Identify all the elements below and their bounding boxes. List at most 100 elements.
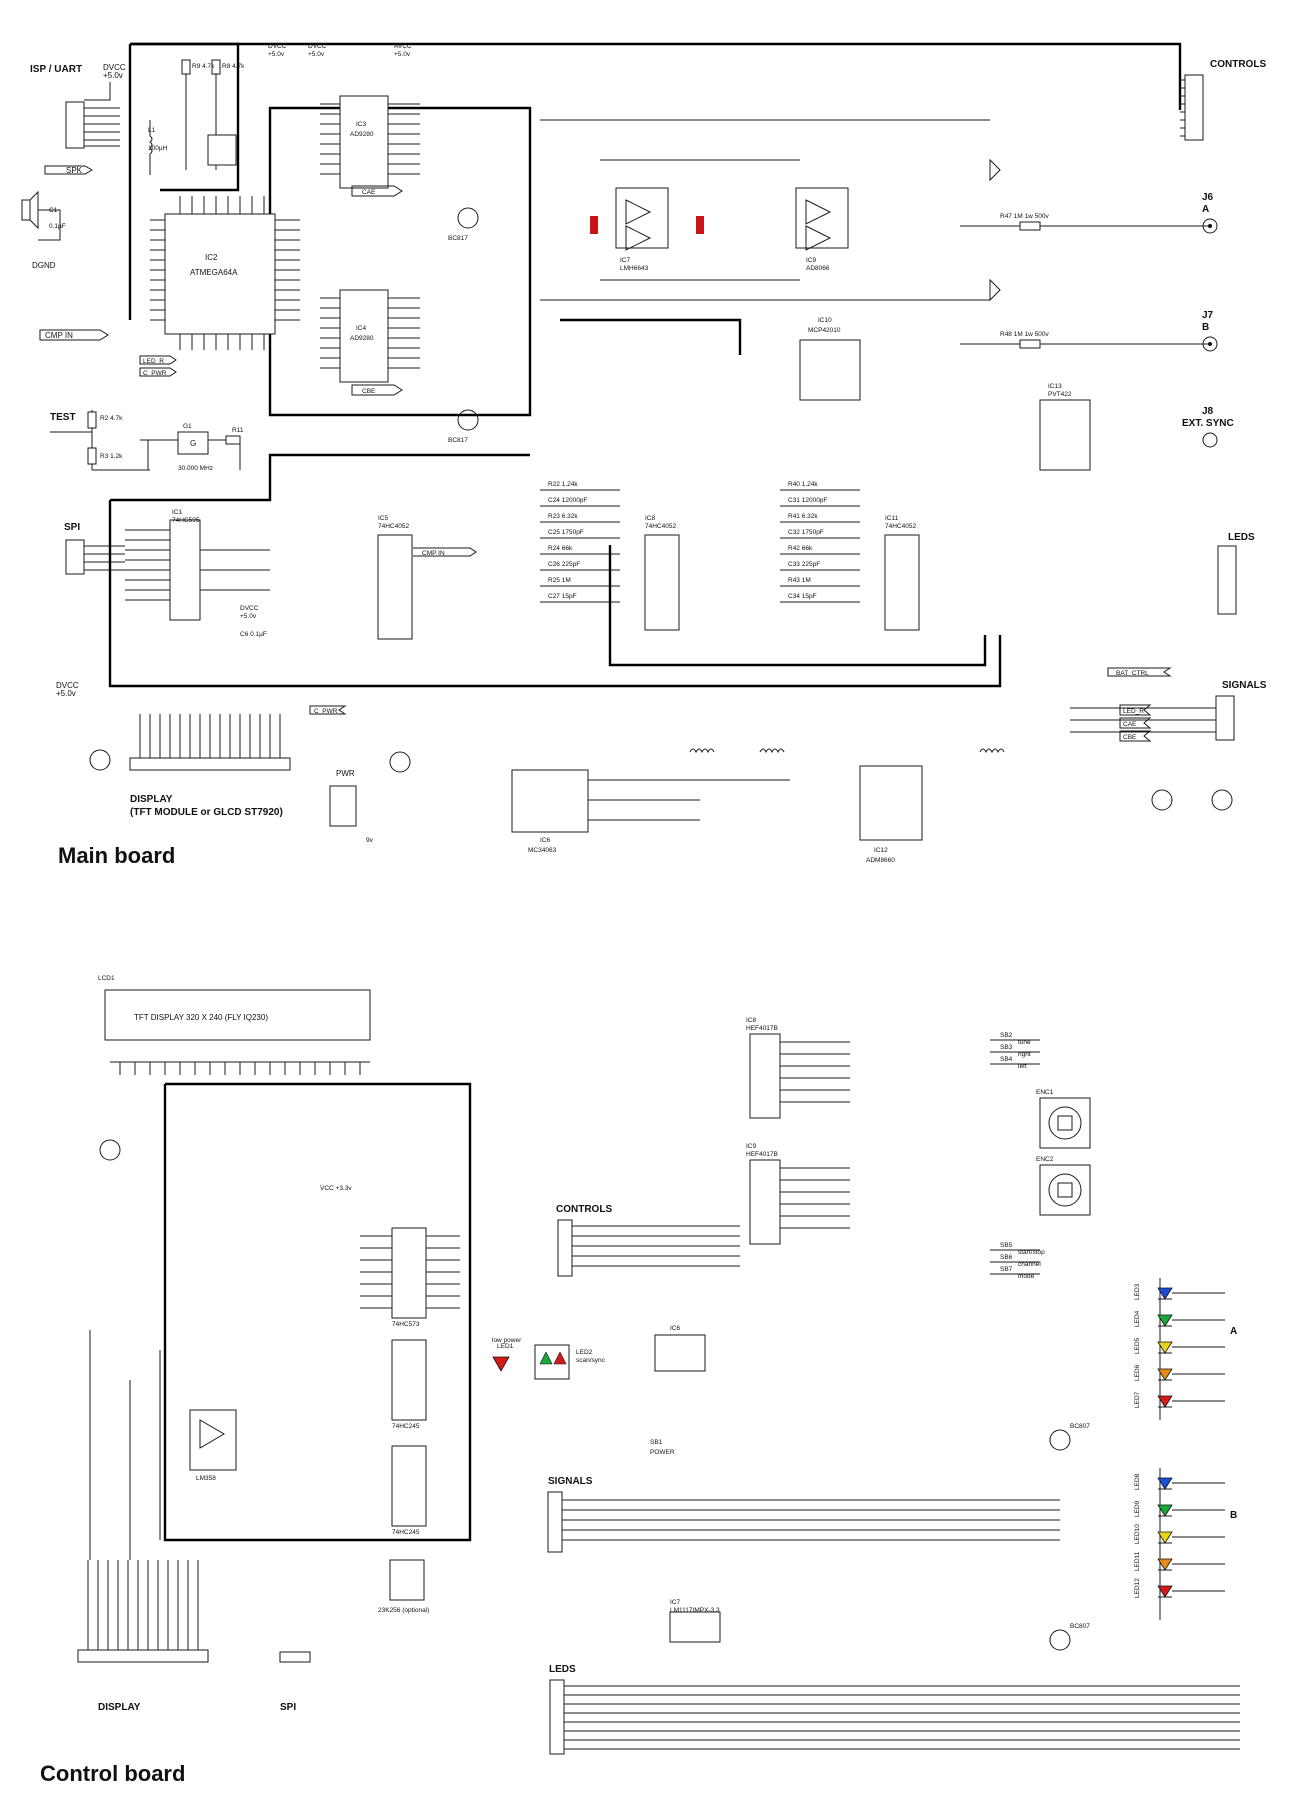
j5-pins — [1180, 79, 1185, 137]
j6-bnc — [1202, 218, 1218, 234]
ic1-part: 74HC595 — [172, 517, 200, 524]
ctrl-ic1-part: LM358 — [196, 1475, 216, 1482]
led-led10-icon — [1157, 1531, 1173, 1544]
vt4-label: BC817 — [448, 235, 468, 242]
r47-text: R47 1M 1w 500v — [1000, 213, 1050, 220]
ic9-opamp: IC9 AD8066 — [795, 187, 849, 272]
sb7-text: mode — [1018, 1273, 1035, 1280]
led-led5-label: LED5 — [1134, 1337, 1141, 1354]
ctrl-ic7-part: LM1117IMPX-3.3 — [670, 1607, 720, 1614]
ctrl-vt3 — [1049, 1429, 1071, 1451]
r3-icon — [87, 447, 97, 465]
led2-red-icon — [553, 1351, 567, 1365]
l1-val: 100µH — [148, 145, 168, 152]
bus-sw2 — [608, 545, 987, 667]
isp-p5: +5.0v — [103, 71, 123, 80]
l1-inductor — [149, 120, 153, 175]
cmp-in-flag2 — [413, 547, 477, 557]
j6-title: J6 — [1202, 192, 1214, 203]
ic2-part: ATMEGA64A — [190, 268, 238, 277]
ic4-adc: IC4 AD9280 — [320, 289, 420, 383]
dvcc-top2: DVCC — [308, 43, 327, 50]
tft-display-label: TFT DISPLAY 320 X 240 (FLY IQ230) — [134, 1013, 268, 1022]
led-led6-icon — [1157, 1368, 1173, 1381]
c1-label: C1 — [49, 207, 58, 214]
ic12-part: ADM8660 — [866, 857, 895, 864]
r11-text: R11 — [232, 427, 244, 434]
j6-a: A — [1202, 204, 1209, 215]
led1-label: LED1 — [497, 1343, 514, 1350]
ctrl-j1-connector — [77, 1649, 209, 1663]
enc2-encoder: ENC2 — [1036, 1156, 1091, 1216]
rc-network-b — [780, 489, 860, 603]
speaker-wire — [29, 190, 61, 241]
led-led11-icon — [1157, 1558, 1173, 1571]
j7-bnc — [1202, 336, 1218, 352]
signals-ctrl-title: SIGNALS — [548, 1476, 593, 1487]
led-led3-wire — [1158, 1292, 1225, 1300]
ctrl-j5-connector — [549, 1679, 565, 1755]
display-main-sub: (TFT MODULE or GLCD ST7920) — [130, 807, 283, 818]
cbe-flag — [351, 384, 403, 396]
r48-text: R48 1M 1w 500v — [1000, 331, 1050, 338]
g1-freq: 30.000 MHz — [178, 465, 213, 472]
j10-connector — [1215, 695, 1235, 741]
lcd1-label: LCD1 — [98, 975, 115, 982]
spk-flag — [44, 165, 94, 175]
rc-a-r22: R22 1.24k — [548, 481, 578, 488]
r32-highlight — [696, 216, 704, 234]
rc-a-r24: R24 66k — [548, 545, 573, 552]
rc-a-r23: R23 6.32k — [548, 513, 578, 520]
isp-switch — [207, 134, 237, 166]
ctrl-ic4-245: 74HC245 — [391, 1445, 427, 1536]
r8-text: R8 4.7k — [222, 63, 245, 70]
disp-vt1 — [89, 749, 111, 771]
ctrl-ic3-245: 74HC245 — [391, 1339, 427, 1430]
rc-a-c27: C27 15pF — [548, 593, 577, 600]
sb1-label: SB1 — [650, 1439, 663, 1446]
ic10-ref: IC10 — [818, 317, 832, 324]
spi-main-title: SPI — [64, 522, 80, 533]
ic8-part: 74HC4052 — [645, 523, 676, 530]
c-pwr-flag2 — [309, 705, 347, 715]
display-ctrl-title: DISPLAY — [98, 1702, 141, 1713]
battery-val: 9v — [366, 837, 374, 844]
led-led12-icon — [1157, 1585, 1173, 1598]
bus-bottom — [108, 500, 1002, 688]
controls-ctrl-title: CONTROLS — [556, 1204, 612, 1215]
ctrl-ic2-part: 74HC573 — [392, 1321, 420, 1328]
spi-ctrl-title: SPI — [280, 1702, 296, 1713]
ctrl-bus — [163, 1082, 472, 1542]
r3-text: R3 1.2k — [100, 453, 123, 460]
led-led9-label: LED9 — [1134, 1500, 1141, 1517]
ic1-595: IC1 74HC595 — [125, 509, 270, 621]
ic9-ref: IC9 — [806, 257, 817, 264]
led-led11-wire — [1158, 1563, 1225, 1571]
vt4-transistor — [457, 207, 479, 229]
main-board: ISP / UART DVCC +5.0v SPK C1 0.1µF DGND … — [21, 42, 1267, 868]
led-led12-wire — [1158, 1590, 1225, 1598]
leds-label-a: A — [1230, 1326, 1237, 1337]
ctrl-ic8-4017: IC8 HEF4017B — [746, 1017, 850, 1119]
led-led5-wire — [1158, 1346, 1225, 1354]
ic4-ref: IC4 — [356, 325, 367, 332]
ctrl-vt1 — [99, 1139, 121, 1161]
ctrl-j3-connector — [557, 1219, 573, 1277]
signals-cae: CAE — [1123, 721, 1137, 728]
ctrl-ic9-4017: IC9 HEF4017B — [746, 1143, 850, 1245]
tft-display — [104, 989, 371, 1041]
ctrl-ic7-ref: IC7 — [670, 1599, 681, 1606]
vt5-label: BC817 — [448, 437, 468, 444]
ctrl-ic9-part: HEF4017B — [746, 1151, 778, 1158]
rc-network-a — [540, 489, 620, 603]
c-pwr-label2: C_PWR — [314, 708, 338, 715]
c6-text: C6 0.1µF — [240, 631, 267, 638]
ctrl-ic6-ref: IC6 — [670, 1325, 681, 1332]
led-led7-icon — [1157, 1395, 1173, 1408]
led-led8-icon — [1157, 1477, 1173, 1490]
ctrl-ic5-sram: 23K256 (optional) — [378, 1559, 429, 1614]
ic6-part: MC34063 — [528, 847, 557, 854]
ctrl-j3-pins — [572, 1225, 740, 1267]
dvcc-top1: DVCC — [268, 43, 287, 50]
ic1-dvcc: DVCC — [240, 605, 259, 612]
